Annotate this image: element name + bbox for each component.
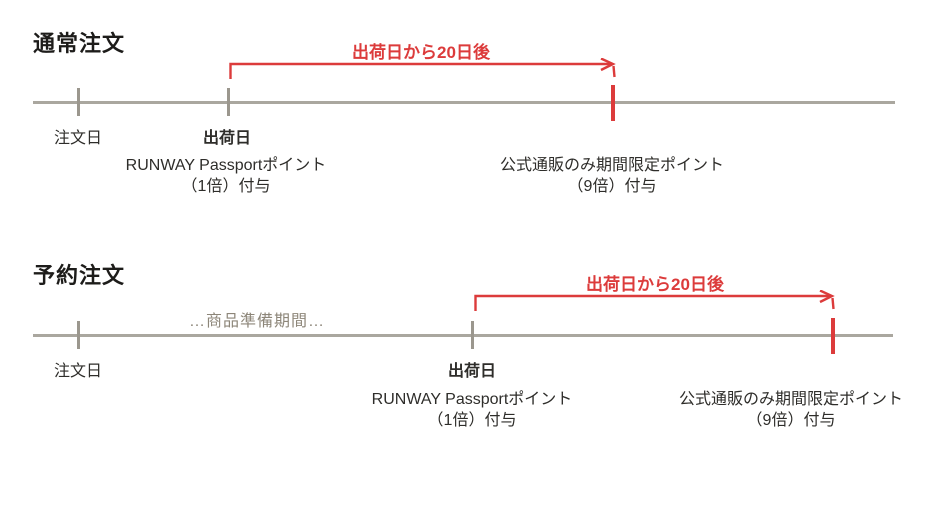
limited-point-label: 公式通販のみ期間限定ポイント [499,157,725,174]
limited-point-grant-tick [831,318,835,354]
limited-point-grant-tick [611,85,615,121]
duration-arrow [229,58,616,79]
passport-point-multiplier: （1倍）付与 [427,412,517,429]
ship-date-tick [227,88,230,116]
section-title-preorder: 予約注文 [33,263,126,288]
prep-period-label: …商品準備期間… [188,313,326,330]
ship-date-label: 出荷日 [447,363,497,380]
ship-date-label: 出荷日 [202,130,252,147]
timeline [33,334,893,337]
limited-point-multiplier: （9倍）付与 [746,412,836,429]
order-date-label: 注文日 [53,130,103,147]
order-date-tick [77,321,80,349]
passport-point-label: RUNWAY Passportポイント [371,391,573,408]
timeline [33,101,895,104]
order-date-tick [77,88,80,116]
section-title-normal: 通常注文 [33,31,126,56]
passport-point-multiplier: （1倍）付与 [181,178,271,195]
duration-arrow [474,290,835,311]
duration-label: 出荷日から20日後 [586,275,724,294]
order-date-label: 注文日 [53,363,103,380]
passport-point-label: RUNWAY Passportポイント [125,157,327,174]
limited-point-label: 公式通販のみ期間限定ポイント [678,391,904,408]
ship-date-tick [471,321,474,349]
duration-label: 出荷日から20日後 [352,43,490,62]
limited-point-multiplier: （9倍）付与 [567,178,657,195]
